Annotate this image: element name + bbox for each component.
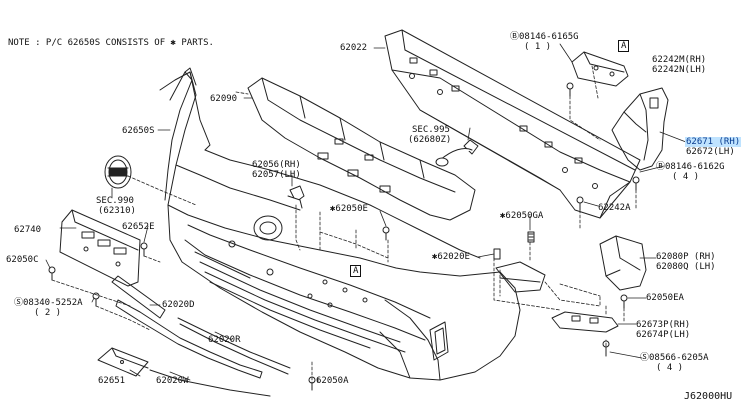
part-label-62673p: 62673P(RH)	[636, 320, 691, 330]
license-plate-bracket	[59, 209, 141, 287]
part-label-62056: 62056(RH)	[252, 160, 301, 170]
part-label-62080q: 62080Q (LH)	[656, 262, 716, 272]
part-label-62671[interactable]: 62671 (RH)	[685, 137, 742, 147]
note-text: NOTE : P/C 62650S CONSISTS OF ✱ PARTS.	[8, 38, 214, 48]
part-label-62050a: 62050A	[316, 376, 349, 386]
part-label-62050e: ✱62050E	[330, 204, 368, 214]
side-retainer	[495, 261, 546, 293]
part-label-08566-6205a: Ⓢ08566-6205A	[640, 353, 709, 363]
part-label-62022: 62022	[340, 43, 368, 53]
section-label-990: SEC.990	[96, 196, 134, 206]
part-label-62740: 62740	[14, 225, 42, 235]
section-ref-62680z: (62680Z)	[408, 135, 452, 145]
part-label-62020w: 62020W	[156, 376, 189, 386]
lower-bracket	[551, 311, 619, 333]
bracket-assembly-rh	[611, 87, 669, 171]
part-label-62080p: 62080P (RH)	[656, 252, 716, 262]
section-ref-62310: (62310)	[98, 206, 136, 216]
lower-cover	[97, 347, 149, 377]
qty-label-08146-6165g: ( 1 )	[524, 42, 552, 52]
qty-label-08146-6162g: ( 4 )	[672, 172, 700, 182]
side-bracket-top	[571, 51, 629, 87]
grille-strips	[111, 275, 291, 397]
emblem	[104, 155, 132, 189]
qty-label-08566-6205a: ( 4 )	[656, 363, 684, 373]
part-label-62020d: 62020D	[162, 300, 195, 310]
diagram-code: J62000HU	[684, 391, 733, 402]
ref-mark-a-top: A	[618, 40, 630, 52]
part-label-08146-6162g: Ⓑ08146-6162G	[656, 162, 725, 172]
energy-absorber	[247, 77, 476, 221]
part-label-62050c: 62050C	[6, 255, 39, 265]
part-label-62650s: 62650S	[122, 126, 155, 136]
bumper-fascia	[159, 71, 521, 381]
part-label-08146-6165g: Ⓑ08146-6165G	[510, 32, 579, 42]
air-guide-bracket	[599, 235, 647, 291]
part-label-62020r: 62020R	[208, 335, 241, 345]
leader-lines	[45, 43, 687, 383]
part-label-08340-5252a: Ⓢ08340-5252A	[14, 298, 83, 308]
part-label-62050ga: ✱62050GA	[500, 211, 544, 221]
part-label-62672: 62672(LH)	[686, 147, 735, 157]
part-label-62242m: 62242M(RH)	[652, 55, 707, 65]
ref-mark-a-mid: A	[350, 265, 362, 277]
reinforcement-beam	[384, 29, 641, 219]
part-label-62674p: 62674P(LH)	[636, 330, 691, 340]
part-label-62057: 62057(LH)	[252, 170, 301, 180]
part-label-62090: 62090	[210, 94, 238, 104]
part-label-62242n: 62242N(LH)	[652, 65, 707, 75]
dashed-guides	[51, 65, 637, 391]
section-label-995: SEC.995	[412, 125, 450, 135]
part-label-62651: 62651	[98, 376, 126, 386]
part-label-62020e: ✱62020E	[432, 252, 470, 262]
part-label-62652e: 62652E	[122, 222, 155, 232]
part-label-62242a: 62242A	[598, 203, 631, 213]
side-strip	[164, 67, 197, 201]
qty-label-08340-5252a: ( 2 )	[34, 308, 62, 318]
fasteners	[48, 82, 640, 391]
part-label-62050ea: 62050EA	[646, 293, 684, 303]
